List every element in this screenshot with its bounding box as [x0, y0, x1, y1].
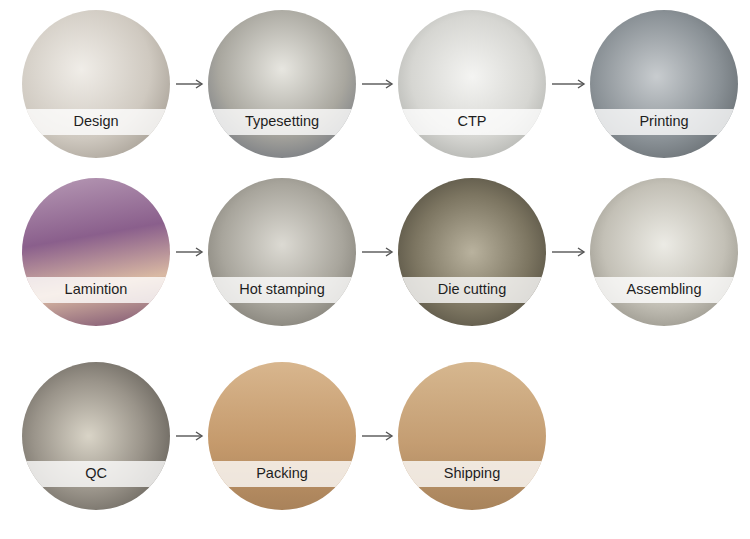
process-circle: Assembling	[590, 178, 738, 326]
arrow-head	[386, 248, 392, 256]
step-label: Die cutting	[398, 281, 546, 297]
process-circle: Die cutting	[398, 178, 546, 326]
process-circle: Shipping	[398, 362, 546, 510]
process-circle: CTP	[398, 10, 546, 158]
arrow-head	[578, 80, 584, 88]
process-circle: Hot stamping	[208, 178, 356, 326]
arrow-head	[386, 80, 392, 88]
arrow-line	[362, 251, 392, 252]
step-label: Typesetting	[208, 113, 356, 129]
process-circle: QC	[22, 362, 170, 510]
arrow-line	[176, 251, 202, 252]
step-label: Assembling	[590, 281, 738, 297]
step-label: Shipping	[398, 465, 546, 481]
process-circle: Typesetting	[208, 10, 356, 158]
flow-arrow	[176, 248, 202, 256]
arrow-line	[176, 435, 202, 436]
arrow-head	[196, 80, 202, 88]
process-circle: Printing	[590, 10, 738, 158]
arrow-head	[386, 432, 392, 440]
flow-arrow	[176, 80, 202, 88]
process-circle: Lamintion	[22, 178, 170, 326]
flow-arrow	[176, 432, 202, 440]
arrow-head	[196, 248, 202, 256]
arrow-head	[578, 248, 584, 256]
step-label: Hot stamping	[208, 281, 356, 297]
arrow-line	[552, 83, 584, 84]
arrow-line	[552, 251, 584, 252]
step-label: Printing	[590, 113, 738, 129]
arrow-line	[362, 435, 392, 436]
flow-arrow	[552, 248, 584, 256]
flow-arrow	[362, 80, 392, 88]
flow-arrow	[362, 248, 392, 256]
arrow-line	[176, 83, 202, 84]
arrow-head	[196, 432, 202, 440]
arrow-line	[362, 83, 392, 84]
step-label: QC	[22, 465, 170, 481]
step-label: Design	[22, 113, 170, 129]
flow-arrow	[362, 432, 392, 440]
process-circle: Packing	[208, 362, 356, 510]
step-label: Lamintion	[22, 281, 170, 297]
process-circle: Design	[22, 10, 170, 158]
flow-arrow	[552, 80, 584, 88]
step-label: Packing	[208, 465, 356, 481]
step-label: CTP	[398, 113, 546, 129]
